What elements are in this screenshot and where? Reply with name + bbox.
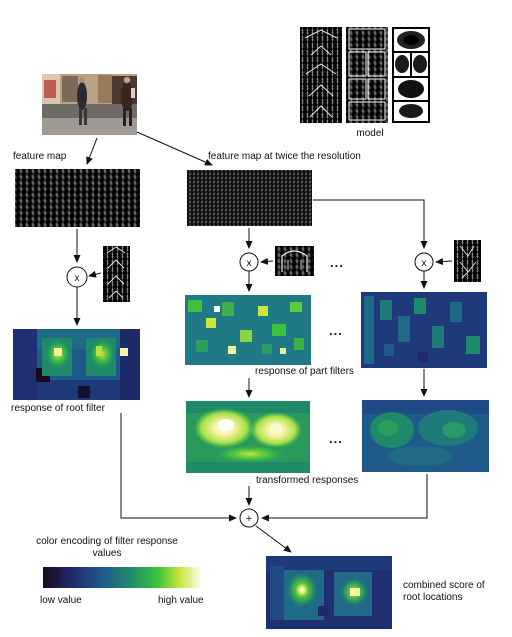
arrow-transformed-2-to-sum [261, 474, 428, 522]
flow-arrows [73, 131, 453, 553]
arrow-part-filter-2-to-multiply [435, 258, 453, 266]
multiply-symbol-part-2: x [422, 258, 427, 269]
root-response-heatmap [13, 329, 140, 400]
model-root-filter-image [300, 27, 342, 123]
arrow-sum-to-combined [255, 525, 292, 553]
feature-map-label: feature map [13, 151, 67, 162]
multiply-symbol-part-1: x [247, 258, 252, 269]
transformed-label: transformed responses [256, 475, 359, 486]
feature-map-2x-label: feature map at twice the resolution [208, 151, 361, 162]
part-response-label: response of part filters [255, 366, 354, 377]
transformed-response-heatmap-1 [186, 401, 310, 473]
part-response-heatmap-1 [185, 295, 311, 365]
combined-score-label: combined score of root locations [403, 580, 485, 603]
root-response-label: response of root filter [11, 403, 105, 414]
color-encoding-label: color encoding of filter response values [36, 536, 178, 559]
combined-score-heatmap [266, 556, 392, 629]
ellipsis-part-response-row: ... [329, 323, 343, 338]
ellipsis-part-filters-row: ... [330, 255, 344, 270]
arrow-part-filter-1-to-multiply [260, 257, 274, 265]
transformed-response-heatmap-2 [362, 400, 489, 472]
part-response-heatmap-2 [361, 292, 487, 368]
part-filter-image-1 [275, 246, 314, 276]
arrow-root-filter-to-multiply [88, 270, 102, 278]
arrow-image-to-feature-map [86, 137, 98, 165]
high-value-label: high value [158, 595, 204, 606]
arrow-root-response-to-sum [120, 413, 237, 522]
multiply-operator-root: x [66, 266, 88, 288]
arrow-fm2x-to-multiply-2 [313, 199, 428, 249]
colormap-bar [43, 567, 202, 588]
arrow-image-to-feature-map-2x [136, 131, 213, 166]
model-deformation-models-image [392, 27, 430, 123]
low-value-label: low value [40, 595, 82, 606]
model-label: model [356, 128, 384, 139]
model-part-filters-image [346, 27, 388, 123]
sum-symbol: + [246, 513, 252, 525]
feature-map-2x-image [187, 170, 312, 226]
sum-operator: + [239, 508, 259, 528]
input-image [42, 74, 137, 135]
part-filter-image-2 [454, 240, 481, 282]
ellipsis-transformed-row: ... [329, 431, 343, 446]
feature-map-image [15, 169, 140, 227]
multiply-operator-part-1: x [239, 252, 259, 272]
root-filter-image [103, 246, 130, 302]
multiply-symbol-root: x [75, 273, 80, 284]
multiply-operator-part-2: x [414, 252, 434, 272]
